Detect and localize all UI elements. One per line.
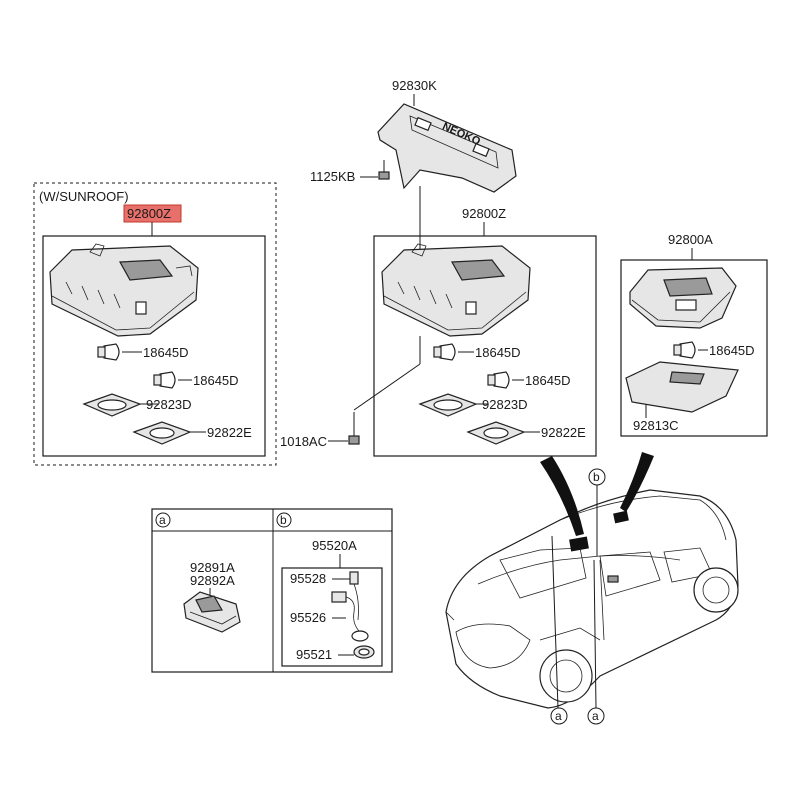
label-1018ac: 1018AC: [280, 434, 327, 449]
label-92822e-l: 92822E: [207, 425, 252, 440]
connector-95528: [349, 571, 359, 585]
bulb-center-2: [487, 371, 510, 389]
arrow-to-front-lamp: [540, 456, 584, 536]
leader-bolt-center-2: [353, 363, 421, 411]
callout-b-label: b: [593, 470, 600, 484]
harness-95526: [331, 583, 369, 642]
label-95521: 95521: [296, 647, 332, 662]
callout-b-circle: [588, 468, 606, 486]
label-18645d-l2: 18645D: [193, 373, 239, 388]
room-lamp-center: [381, 243, 531, 337]
label-1125kb: 1125KB: [310, 169, 355, 184]
front-lamp-marker: [569, 536, 589, 552]
sunroof-dashed-frame: [33, 182, 277, 466]
label-92830k: 92830K: [392, 78, 437, 93]
label-92823d-l: 92823D: [146, 397, 192, 412]
pad-center: [466, 421, 526, 445]
leader-callout-a2: [593, 559, 597, 709]
rear-lamp-marker: [613, 510, 629, 524]
tab-a-circle: [155, 512, 171, 528]
cover-left: [82, 393, 142, 417]
lamp-box-left: [42, 235, 266, 457]
label-92800a: 92800A: [668, 232, 713, 247]
label-95528: 95528: [290, 571, 326, 586]
callout-a2-label: a: [592, 709, 599, 723]
label-95520a: 95520A: [312, 538, 357, 553]
label-92822e-c: 92822E: [541, 425, 586, 440]
callout-a2-circle: [587, 707, 605, 725]
label-95526: 95526: [290, 610, 326, 625]
harness-box: [281, 567, 383, 667]
sunroof-title: (W/SUNROOF): [39, 189, 129, 204]
arrow-to-rear-lamp: [620, 452, 654, 512]
bracket-92830k: NEOKO: [377, 103, 517, 193]
callout-a1-circle: [550, 707, 568, 725]
bolt-1125kb: [378, 160, 390, 180]
bulb-left-2: [153, 371, 176, 389]
label-18645d-c1: 18645D: [475, 345, 521, 360]
car-illustration: [445, 489, 739, 709]
lamp-box-center: [373, 235, 597, 457]
tab-b-label: b: [280, 513, 287, 527]
callout-a1-label: a: [555, 709, 562, 723]
cover-center: [418, 393, 478, 417]
bulb-left-1: [97, 343, 120, 361]
label-18645d-c2: 18645D: [525, 373, 571, 388]
label-92891a: 92891A: [190, 560, 235, 575]
lens-right: [625, 361, 739, 413]
room-lamp-left: [49, 243, 199, 337]
label-92800z-center: 92800Z: [462, 206, 506, 221]
label-92823d-c: 92823D: [482, 397, 528, 412]
lamp-box-right: [620, 259, 768, 437]
bulb-right: [673, 341, 696, 359]
pad-left: [132, 421, 192, 445]
label-92892a: 92892A: [190, 573, 235, 588]
label-18645d-r: 18645D: [709, 343, 755, 358]
leader-callout-a1: [551, 535, 559, 709]
bulb-center-1: [433, 343, 456, 361]
label-92813c: 92813C: [633, 418, 679, 433]
detail-table: [151, 508, 393, 673]
tab-a-label: a: [159, 513, 166, 527]
map-lamp-right: [629, 267, 737, 329]
tab-b-circle: [276, 512, 292, 528]
label-92800z-left: 92800Z: [127, 206, 171, 221]
socket-95521: [353, 645, 375, 659]
bolt-1018ac: [348, 412, 360, 445]
label-18645d-l1: 18645D: [143, 345, 189, 360]
courtesy-lamp-a: [183, 591, 241, 633]
